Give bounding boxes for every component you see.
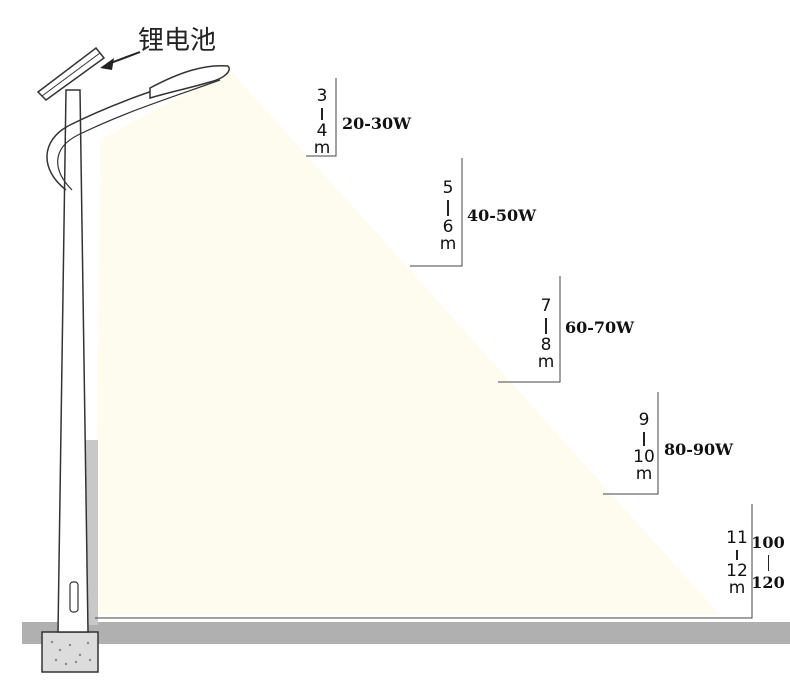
light-beam <box>95 70 720 615</box>
pole-door <box>69 581 79 613</box>
height-unit: m <box>439 234 457 254</box>
pole <box>57 89 89 633</box>
height-range-5: 11 12 m <box>724 530 750 597</box>
height-from: 9 <box>638 410 650 430</box>
range-dash <box>643 432 645 446</box>
foundation-texture <box>50 640 92 666</box>
pole-foundation <box>41 631 99 673</box>
height-range-2: 5 6 m <box>435 180 461 253</box>
power-to: 120 <box>751 573 785 592</box>
solar-panel <box>36 46 106 101</box>
height-from: 7 <box>540 296 552 316</box>
height-unit: m <box>537 352 555 372</box>
height-to: 10 <box>633 447 655 467</box>
height-from: 5 <box>442 178 454 198</box>
height-to: 6 <box>442 217 454 237</box>
height-to: 4 <box>316 121 328 141</box>
power-from: 100 <box>751 533 785 552</box>
height-range-3: 7 8 m <box>533 298 559 371</box>
height-range-1: 3 4 m <box>309 88 335 157</box>
height-unit: m <box>635 464 653 484</box>
ground-shadow-left <box>86 440 98 625</box>
height-range-4: 9 10 m <box>631 412 657 483</box>
height-from: 11 <box>726 528 748 548</box>
range-dash <box>321 108 323 120</box>
lamp-arm-inner <box>57 79 221 191</box>
height-from: 3 <box>316 86 328 106</box>
height-to: 12 <box>726 561 748 581</box>
height-unit: m <box>728 578 746 598</box>
range-dash <box>767 555 769 571</box>
height-unit: m <box>313 138 331 158</box>
height-to: 8 <box>540 335 552 355</box>
step-markers <box>95 78 753 619</box>
range-dash <box>736 550 738 560</box>
ground <box>22 622 790 644</box>
power-range-3: 60-70W <box>565 318 635 337</box>
power-range-4: 80-90W <box>664 440 734 459</box>
power-range-1: 20-30W <box>342 114 412 133</box>
range-dash <box>447 200 449 216</box>
power-range-5: 100 120 <box>748 535 788 591</box>
range-dash <box>545 318 547 334</box>
battery-arrow <box>100 51 141 70</box>
power-range-2: 40-50W <box>467 206 537 225</box>
battery-label: 锂电池 <box>138 26 217 56</box>
lamp-head <box>149 64 230 100</box>
